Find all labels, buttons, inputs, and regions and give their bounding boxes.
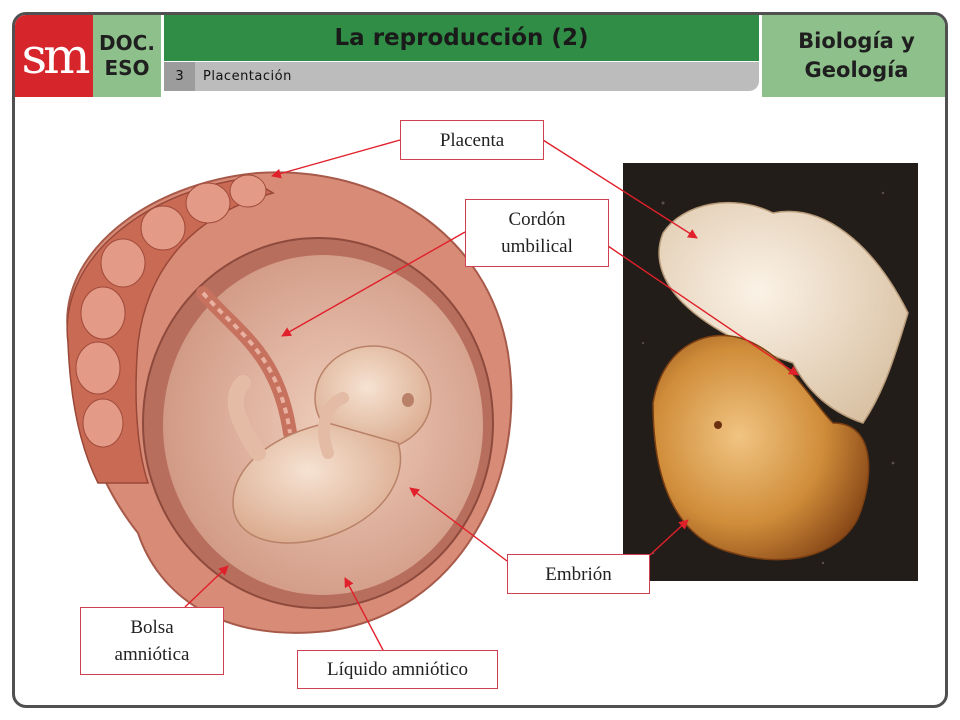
label-placenta: Placenta [400,120,544,160]
section-title: Placentación [203,69,292,84]
label-bolsa-line-2: amniótica [114,644,190,665]
subject-badge: Biología y Geología [762,15,945,97]
subject-line-1: Biología y [798,29,915,53]
label-bolsa-line-1: Bolsa [130,617,174,638]
page-title: La reproducción (2) [334,25,589,51]
label-liquido-amniotico: Líquido amniótico [297,650,498,689]
label-cordon-line-1: Cordón [508,209,566,230]
logo-text: sm [21,27,90,85]
subject-line-2: Geología [804,58,909,82]
sm-logo: sm [15,15,93,97]
placentation-illustration [66,171,513,634]
label-embrion-text: Embrión [545,563,612,585]
doc-label: DOC. [99,31,155,55]
placenta-villi [75,174,267,448]
eso-label: ESO [104,56,150,80]
section-bar: 3 Placentación [164,62,759,91]
doc-eso-badge: DOC. ESO [93,15,161,97]
label-cordon-line-2: umbilical [501,236,573,257]
label-cordon-umbilical: Cordón umbilical [465,199,609,267]
label-bolsa-amniotica: Bolsa amniótica [80,607,224,675]
label-liquido-text: Líquido amniótico [327,659,468,680]
title-bar: La reproducción (2) [164,15,759,61]
umbilical-cord [196,286,297,440]
section-number: 3 [164,62,195,91]
embryo-figure [227,345,432,544]
embryo-photo [623,163,918,581]
label-placenta-text: Placenta [439,129,505,151]
slide-header: sm DOC. ESO La reproducción (2) 3 Placen… [15,15,945,97]
label-embrion: Embrión [507,554,650,594]
